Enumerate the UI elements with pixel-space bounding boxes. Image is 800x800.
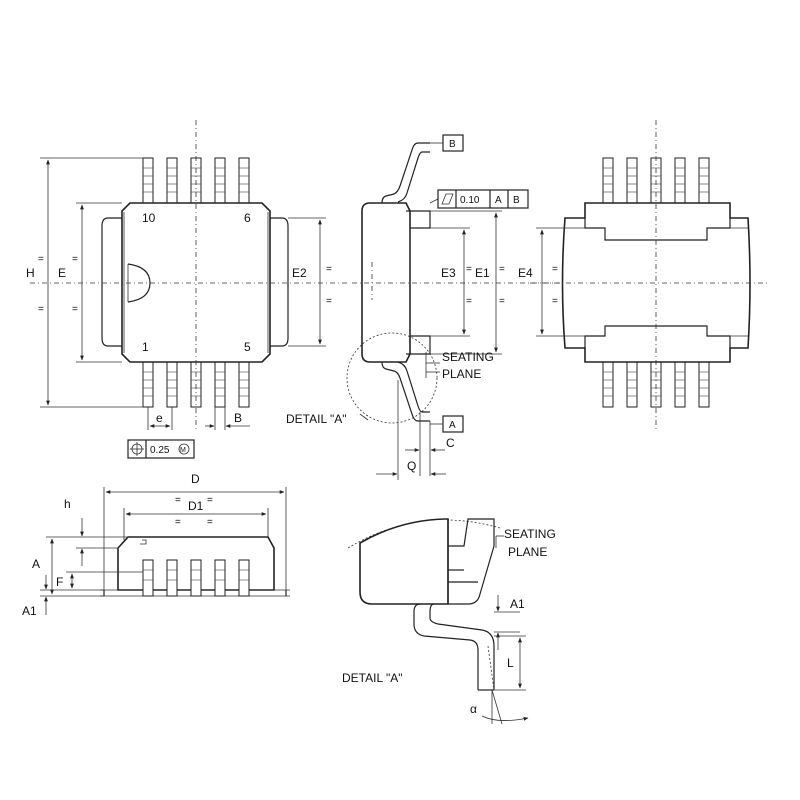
dim-D-label: D [191,472,200,486]
detail-lead-inner [429,603,495,690]
pin-number-6: 6 [244,211,251,225]
detail-dim-alpha-label: α [470,702,477,716]
dim-D1-label: D1 [188,499,204,513]
front-view-leads [142,559,250,597]
front-lead-3 [190,559,202,597]
dim-E1-eq-bottom: = [499,296,505,307]
side-view: B 0.10 A B E3 = = E1 = = SEATING [286,134,560,480]
dim-H-eq-top: = [38,254,44,265]
dim-D1-eq-left: = [175,517,181,528]
front-lead-5 [238,559,250,597]
detail-lead-outer [413,603,479,690]
dim-E-eq-bottom: = [72,304,78,315]
dim-E1-eq-top: = [499,264,505,275]
pin-top-5 [238,157,250,205]
dim-E-label: E [58,266,66,280]
dim-E2-eq-top: = [326,264,332,275]
dim-E1-label: E1 [475,266,490,280]
dim-E3-eq-bottom: = [466,296,472,307]
pin-number-10: 10 [142,211,156,225]
dim-E3-label: E3 [441,266,456,280]
bottom-pin-top-1 [602,157,614,205]
detail-seating-plane-line2: PLANE [508,545,547,559]
bottom-pin-top-5 [698,157,710,205]
mmc-modifier-label: M [180,447,186,454]
flatness-ref-B: B [513,195,520,206]
side-view-bottom-lead [381,361,430,422]
dim-E4-label: E4 [518,266,533,280]
dim-H-label: H [26,266,35,280]
bottom-pin-bottom-2 [626,360,638,408]
dim-D-eq-right: = [207,495,213,506]
datum-A-label: A [449,420,456,431]
detail-A-circle [346,332,438,424]
dim-A-label: A [32,557,40,571]
flatness-symbol-icon [441,193,454,205]
side-view-top-lead [381,142,430,204]
pin-top-2 [166,157,178,205]
right-heat-slug [268,217,289,347]
pin-bottom-5 [238,360,250,408]
bottom-pin-top-2 [626,157,638,205]
pin-number-5: 5 [244,340,251,354]
side-seating-plane-line2: PLANE [442,367,481,381]
dim-F-label: F [56,575,63,589]
side-view-body [361,202,411,363]
pin-number-1: 1 [142,340,149,354]
dim-E-eq-top: = [72,254,78,265]
dim-H-eq-bottom: = [38,304,44,315]
bottom-view: E4 = = [518,120,770,430]
mmc-modifier-icon [178,443,190,455]
side-detail-label: DETAIL "A" [286,412,347,426]
pin-top-1 [142,157,154,205]
pin-top-4 [214,157,226,205]
front-lead-1 [142,559,154,597]
dim-e-label: e [156,411,163,425]
front-view: D = = D1 = = h A F A1 [22,472,290,618]
dim-E3-eq-top: = [466,264,472,275]
flatness-tolerance-frame: 0.10 A B [429,189,529,209]
datum-B-label: B [449,139,456,150]
dim-D-eq-left: = [175,495,181,506]
front-lead-4 [214,559,226,597]
dim-B-label: B [234,411,242,425]
dim-E4-eq-bottom: = [552,296,558,307]
dim-h-label: h [64,497,71,511]
bottom-view-body [561,202,751,363]
top-view-body [121,202,271,363]
dim-E4-eq-top: = [552,264,558,275]
detail-seating-plane-line1: SEATING [504,527,556,541]
flatness-ref-A: A [495,195,502,206]
flatness-value: 0.10 [460,195,480,206]
detail-view: SEATING PLANE A1 L α DETAIL "A" [342,518,556,725]
left-heat-slug [101,217,122,347]
pin-bottom-4 [214,360,226,408]
detail-dim-A1-label: A1 [510,597,525,611]
bottom-pin-bottom-5 [698,360,710,408]
position-tolerance-frame: 0.25 M [127,439,195,459]
detail-body [359,518,449,605]
front-lead-2 [166,559,178,597]
dim-Q-label: Q [407,459,416,473]
detail-dim-L-label: L [507,656,514,670]
bottom-pin-bottom-1 [602,360,614,408]
position-tolerance-value: 0.25 [150,445,170,456]
pin-bottom-2 [166,360,178,408]
side-seating-plane-line1: SEATING [442,350,494,364]
bottom-pin-top-4 [674,157,686,205]
top-view: 10 6 1 5 H = = E = = E2 = = e B [26,120,350,459]
bottom-pin-bottom-4 [674,360,686,408]
detail-label: DETAIL "A" [342,671,403,685]
dim-D1-eq-right: = [207,517,213,528]
dim-C-label: C [446,436,455,450]
detail-lead-frame [447,518,495,605]
dim-E2-eq-bottom: = [326,296,332,307]
dim-A1-label: A1 [22,604,37,618]
dim-E2-label: E2 [292,266,307,280]
pin-bottom-1 [142,360,154,408]
